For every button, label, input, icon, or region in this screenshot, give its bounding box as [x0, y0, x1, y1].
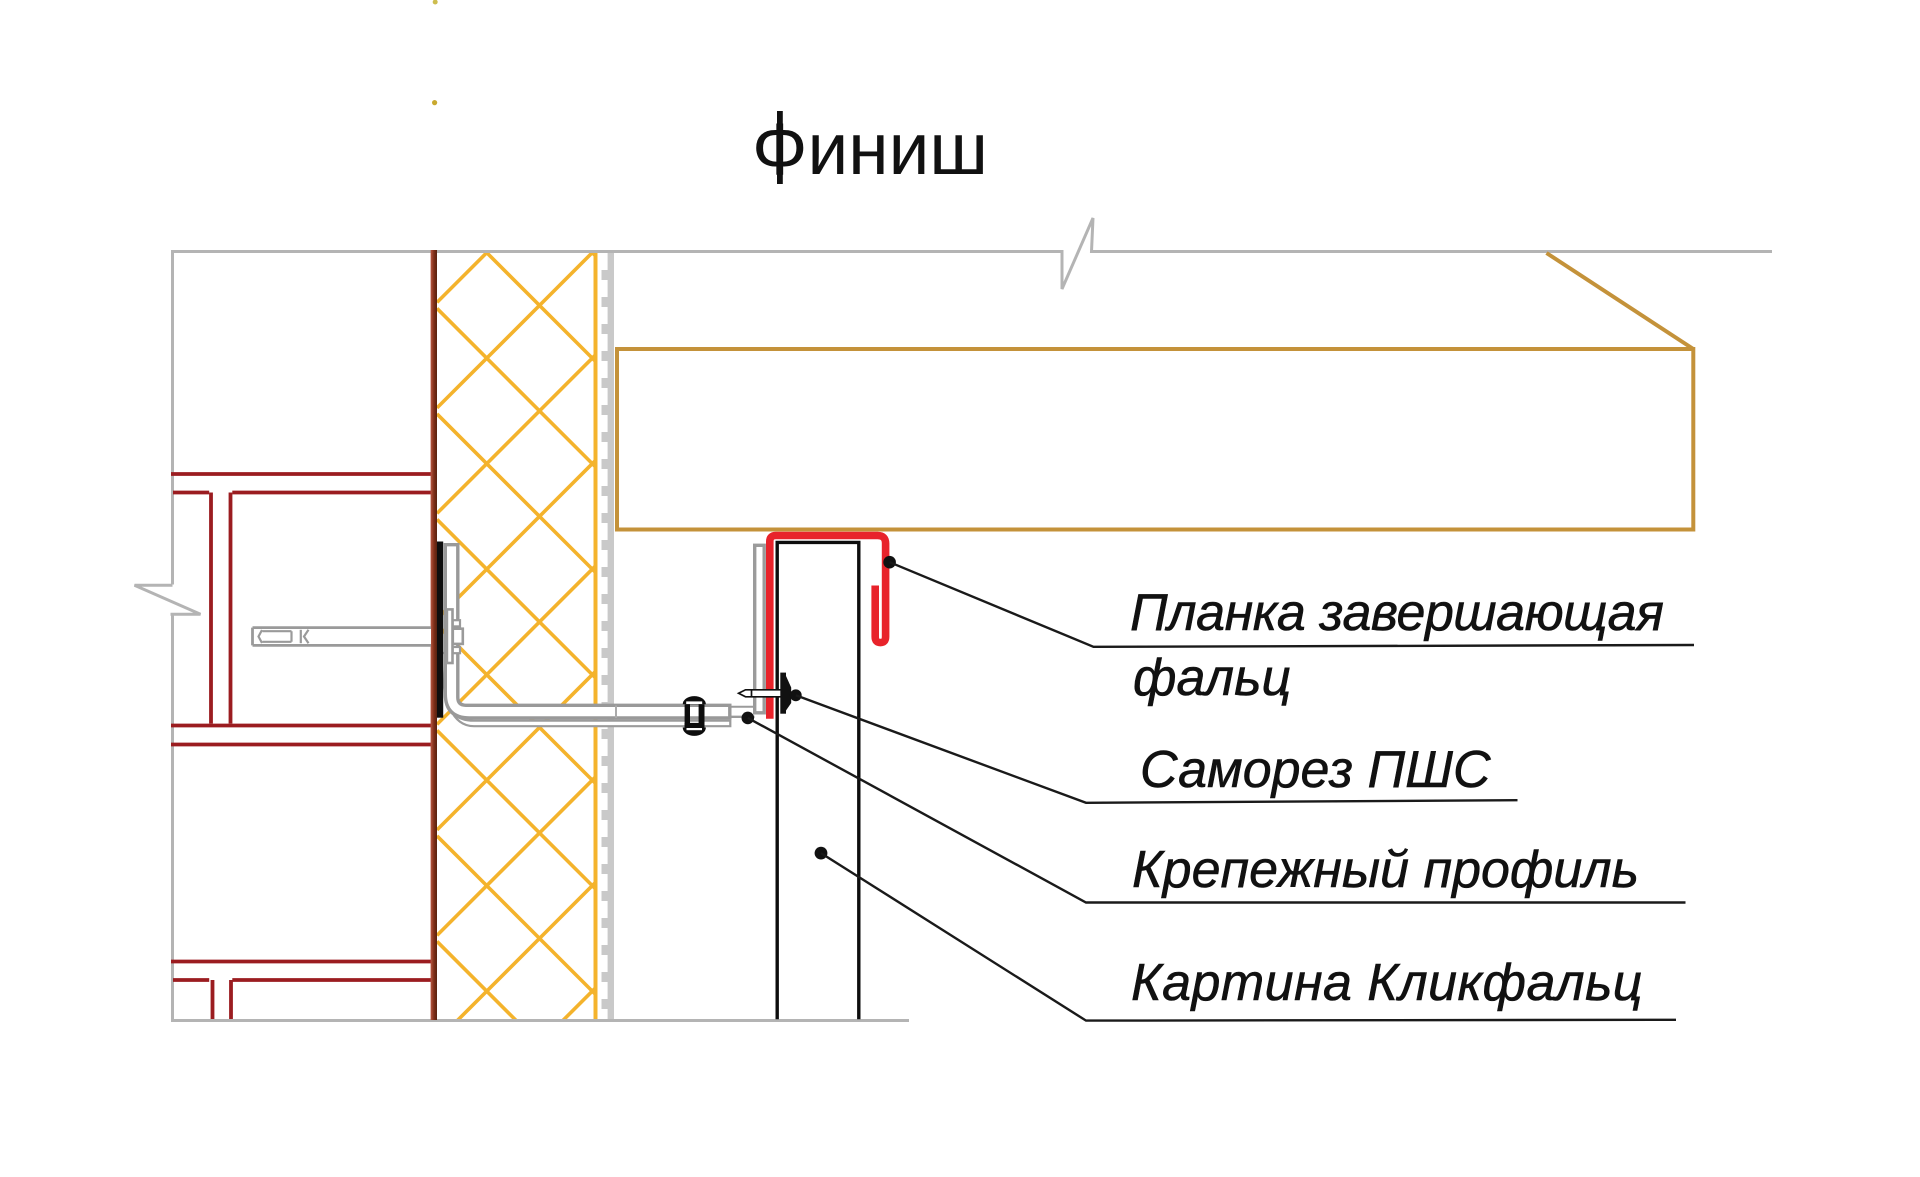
svg-text:фальц: фальц — [1133, 649, 1291, 707]
svg-text:Планка завершающая: Планка завершающая — [1130, 584, 1663, 642]
svg-text:Крепежный профиль: Крепежный профиль — [1132, 841, 1639, 899]
svg-text:Финиш: Финиш — [752, 109, 988, 190]
svg-text:Саморез ПШС: Саморез ПШС — [1140, 741, 1491, 799]
svg-text:Картина Кликфальц: Картина Кликфальц — [1131, 954, 1643, 1012]
